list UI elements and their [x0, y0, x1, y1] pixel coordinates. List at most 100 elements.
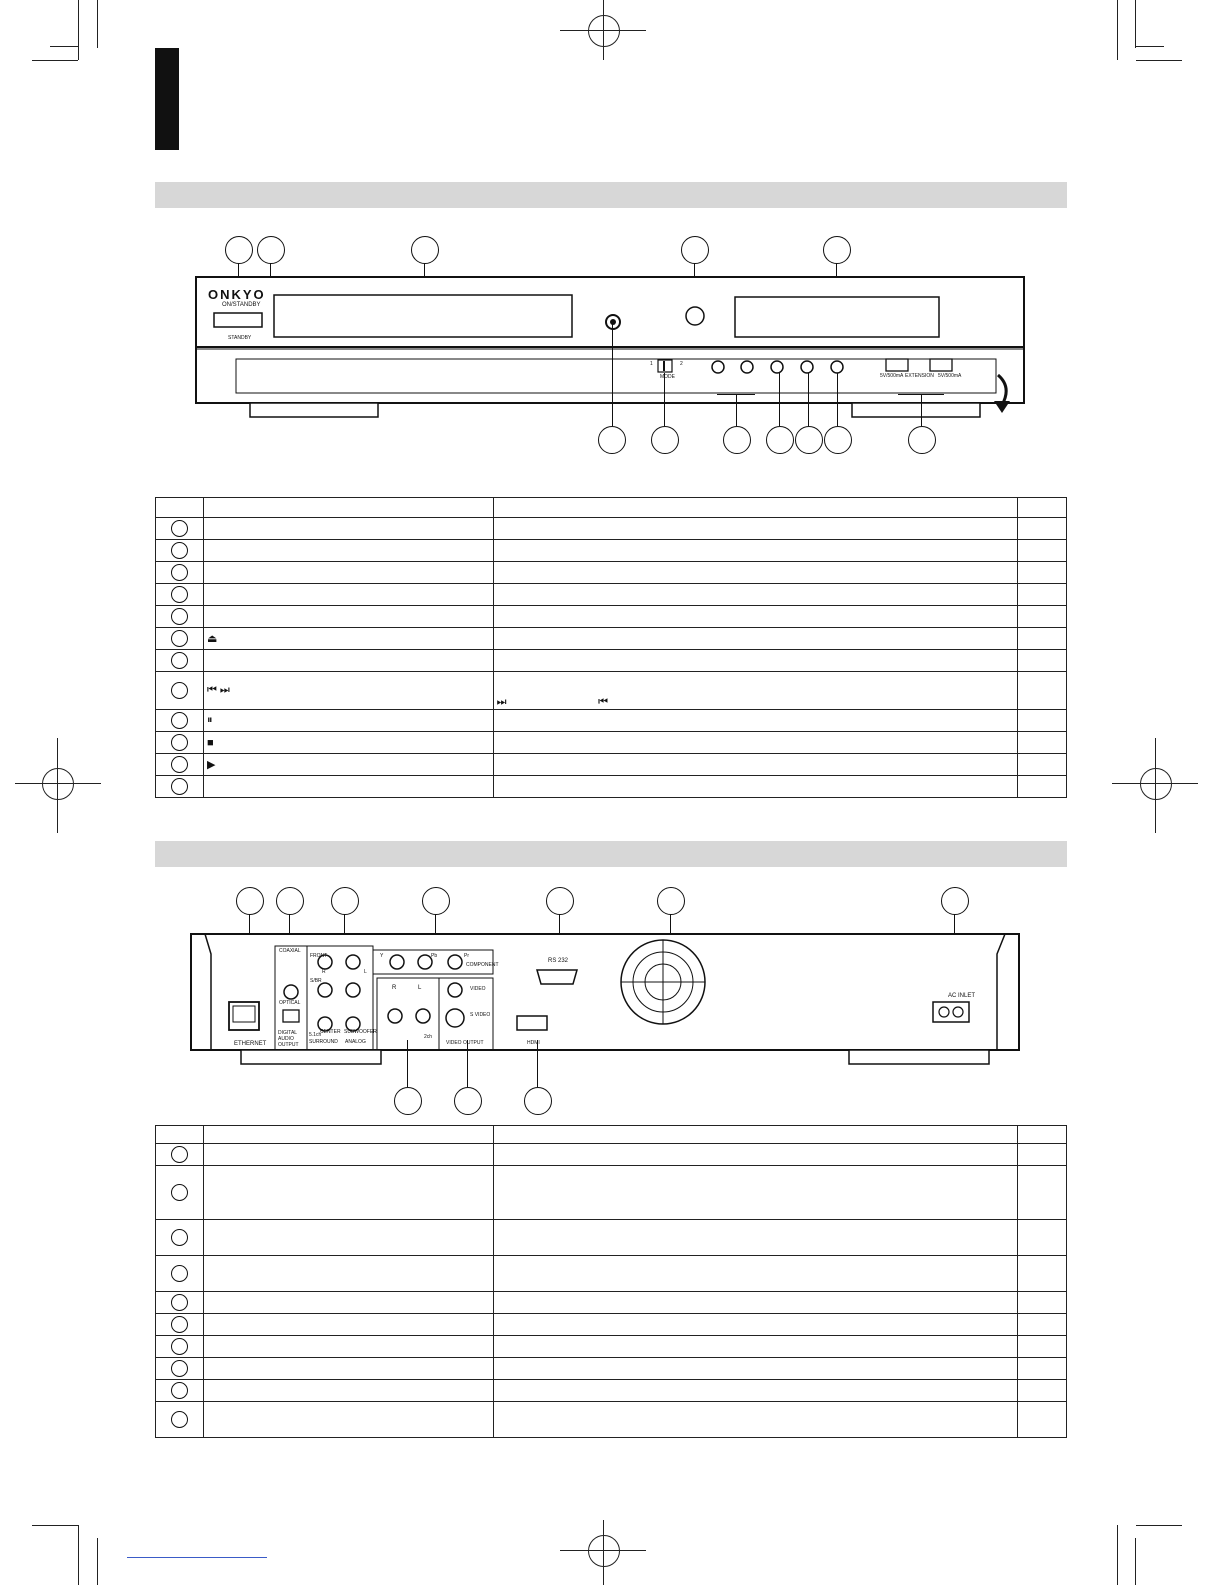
callout-circle [824, 426, 852, 454]
callout-circle [651, 426, 679, 454]
row-number-circle [170, 542, 188, 559]
callout-circle [941, 887, 969, 915]
hdmi-label: HDMI [527, 1040, 540, 1046]
row-number-circle [170, 1316, 188, 1333]
callout-circle [331, 887, 359, 915]
video-label: VIDEO [470, 986, 486, 992]
callout-circle [766, 426, 794, 454]
table-row [155, 1165, 1067, 1220]
table-row [155, 1335, 1067, 1358]
table-row [155, 1357, 1067, 1380]
table-row: ■ [155, 731, 1067, 754]
mode-label: MODE [660, 374, 675, 380]
control-symbol: ⏏ [206, 633, 218, 645]
ac-inlet-label: AC INLET [948, 993, 976, 999]
front-panel-section-bar [155, 182, 1067, 208]
mode-1-label: 1 [650, 361, 653, 367]
callout-circle [598, 426, 626, 454]
component-pb-label: Pb [431, 953, 438, 959]
standby-label: ON/STANDBY [222, 302, 261, 308]
table-row [155, 1291, 1067, 1314]
callout-circle [225, 236, 253, 264]
row-number-circle [170, 520, 188, 537]
control-symbol: ▶ [206, 759, 216, 771]
table-row [155, 517, 1067, 540]
row-number-circle [170, 1265, 188, 1282]
table-row [155, 775, 1067, 798]
callout-circle [236, 887, 264, 915]
callout-circle [546, 887, 574, 915]
table-row [155, 1219, 1067, 1256]
callout-circle [454, 1087, 482, 1115]
callout-circle [394, 1087, 422, 1115]
row-number-circle [170, 1294, 188, 1311]
row-number-circle [170, 564, 188, 581]
row-number-circle [170, 1382, 188, 1399]
table-row [155, 1255, 1067, 1292]
row-number-circle [170, 1146, 188, 1163]
row-number-circle [170, 586, 188, 603]
surround-label: SURROUND [309, 1039, 338, 1045]
r-analog-label: R [392, 985, 397, 991]
front-panel-table: ⏏ ⏮ ⏭⏭ ⏮ ⏸ ■ ▶ [155, 497, 1067, 798]
table-header-row [155, 497, 1067, 518]
row-number-circle [170, 682, 188, 699]
table-row: ⏮ ⏭⏭ ⏮ [155, 671, 1067, 710]
usb-label-left: 5V/500mA [880, 373, 904, 379]
usb-label-right: 5V/500mA [938, 373, 962, 379]
subwoofer-label: SUBWOOFER [344, 1029, 377, 1035]
callout-circle [524, 1087, 552, 1115]
table-row: ⏸ [155, 709, 1067, 732]
row-number-circle [170, 1360, 188, 1377]
callout-circle [681, 236, 709, 264]
table-row [155, 1313, 1067, 1336]
callout-circle [723, 426, 751, 454]
table-row [155, 605, 1067, 628]
table-row: ⏏ [155, 627, 1067, 650]
optical-label: OPTICAL [279, 1000, 301, 1006]
table-row [155, 1143, 1067, 1166]
row-number-circle [170, 778, 188, 795]
standby-indicator-label: STANDBY [228, 335, 252, 341]
callout-circle [276, 887, 304, 915]
table-row [155, 561, 1067, 584]
row-number-circle [170, 630, 188, 647]
control-symbol: ■ [206, 736, 214, 749]
control-symbol: ⏸ [206, 714, 213, 726]
brand-logo: ONKYO [208, 287, 266, 302]
row-number-circle [170, 1184, 188, 1201]
component-pr-label: Pr [464, 953, 469, 959]
table-row: ▶ [155, 753, 1067, 776]
2ch-label: 2ch [424, 1034, 433, 1040]
analog-label: ANALOG [345, 1039, 366, 1045]
center-label: CENTER [320, 1029, 341, 1035]
callout-circle [823, 236, 851, 264]
row-number-circle [170, 652, 188, 669]
r-label: R [322, 969, 326, 975]
row-number-circle [170, 1338, 188, 1355]
rs232-label: RS 232 [548, 958, 569, 964]
usb-label-center: EXTENSION [905, 373, 934, 379]
footer-link-underline [127, 1557, 267, 1558]
description-symbols: ⏭ ⏮ [496, 696, 609, 708]
ch51-label: 5.1ch [309, 1032, 322, 1038]
rear-panel-section-bar [155, 841, 1067, 867]
video-output-label: VIDEO OUTPUT [446, 1040, 484, 1046]
front-panel-drawing [195, 276, 1025, 418]
coaxial-label: COAXIAL [279, 948, 301, 954]
table-row [155, 649, 1067, 672]
table-row [155, 1401, 1067, 1438]
callout-circle [411, 236, 439, 264]
rear-panel-table [155, 1125, 1067, 1438]
surr-back-label: S/BR [310, 978, 322, 984]
row-number-circle [170, 1411, 188, 1428]
front-label: FRONT [310, 953, 328, 959]
row-number-circle [170, 1229, 188, 1246]
table-row [155, 583, 1067, 606]
mode-2-label: 2 [680, 361, 683, 367]
callout-circle [657, 887, 685, 915]
row-number-circle [170, 608, 188, 625]
component-label: COMPONENT [466, 962, 499, 968]
rear-panel-drawing [190, 933, 1020, 1065]
l-analog-label: L [418, 985, 422, 991]
